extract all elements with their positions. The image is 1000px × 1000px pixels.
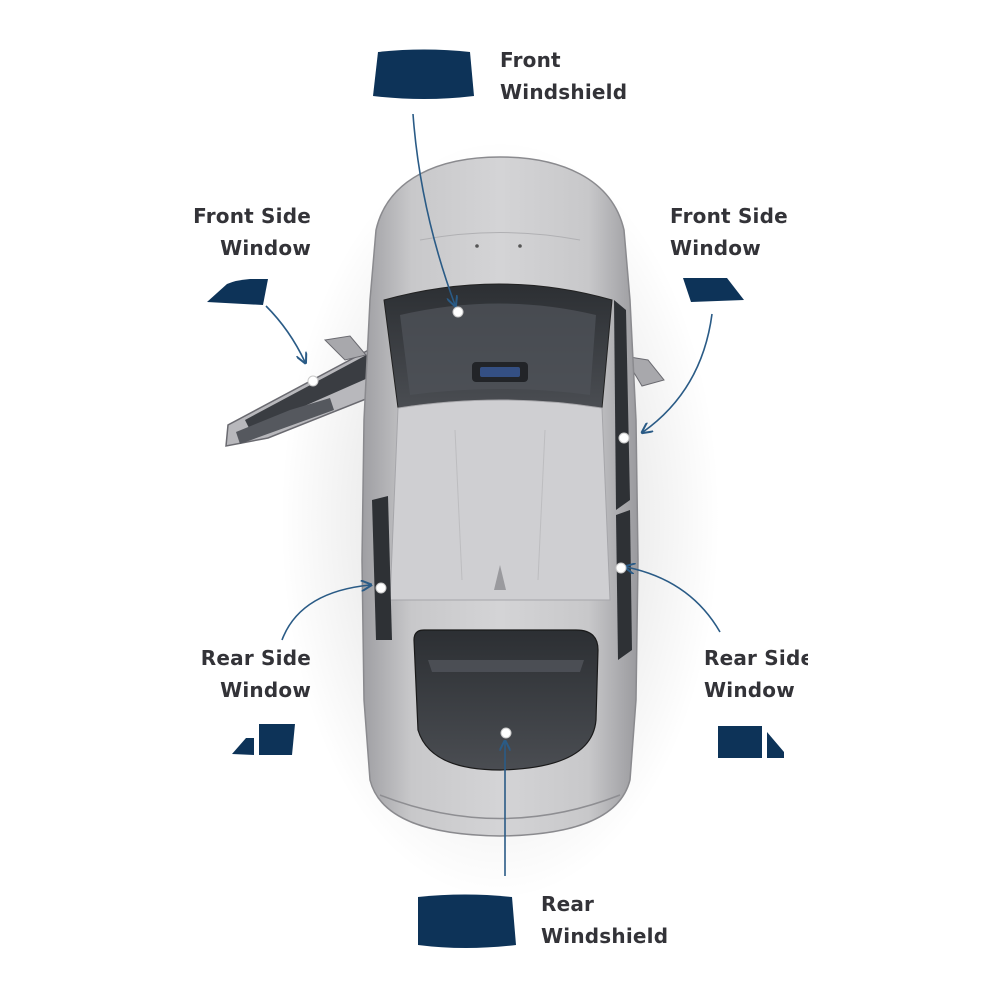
right-mirror xyxy=(623,355,665,387)
arrow-rear-side-left xyxy=(281,585,370,641)
label-line: Rear xyxy=(541,892,595,916)
washer-nozzle xyxy=(475,244,479,248)
rear-side-window-icon xyxy=(232,724,295,755)
rear-windshield-icon xyxy=(418,894,516,948)
label-line: Windshield xyxy=(541,924,669,948)
marker-dot-front-side-left xyxy=(307,375,319,387)
roof-line xyxy=(537,429,546,581)
label-rear-side-window-right: Rear Side Window xyxy=(704,642,808,706)
dashboard-screen xyxy=(480,367,520,377)
arrow-front-side-left xyxy=(265,305,305,362)
arrow-rear-side-right xyxy=(626,567,721,633)
label-front-side-window-right: Front Side Window xyxy=(670,200,788,264)
label-line: Window xyxy=(220,236,311,260)
car-right-rear-side-glass xyxy=(616,510,632,660)
label-rear-windshield: Rear Windshield xyxy=(541,888,668,952)
washer-nozzle xyxy=(518,244,522,248)
label-rear-side-window-left: Rear Side Window xyxy=(150,642,311,706)
arrow-front-side-right xyxy=(643,313,713,432)
cabin-interior xyxy=(400,303,596,395)
label-front-windshield: Front Windshield xyxy=(500,44,627,108)
rear-side-window-icon xyxy=(718,726,784,758)
label-line: Rear Side xyxy=(200,646,311,670)
roof-line xyxy=(454,429,463,581)
front-windshield-icon xyxy=(373,49,474,99)
label-line: Windshield xyxy=(500,80,628,104)
car-right-front-side-glass xyxy=(614,300,630,510)
marker-dot-front-windshield xyxy=(452,306,464,318)
car-rear-windshield-glass xyxy=(413,629,599,771)
label-line: Window xyxy=(670,236,761,260)
marker-dot-rear-side-left xyxy=(375,582,387,594)
label-line: Front xyxy=(500,48,561,72)
marker-dot-rear-side-right xyxy=(615,562,627,574)
label-line: Window xyxy=(704,678,795,702)
rear-bumper xyxy=(379,794,621,820)
car-roof xyxy=(389,399,611,601)
rear-seat-headrests xyxy=(428,660,584,672)
car-left-rear-side-glass xyxy=(372,496,392,640)
hood-crease xyxy=(419,232,581,241)
label-line: Front Side xyxy=(670,204,788,228)
front-side-window-icon xyxy=(207,279,268,305)
label-front-side-window-left: Front Side Window xyxy=(150,200,311,264)
shark-fin-antenna xyxy=(494,565,506,590)
label-line: Rear Side xyxy=(704,646,808,670)
open-driver-door xyxy=(225,335,379,447)
label-line: Window xyxy=(220,678,311,702)
arrow-front-windshield xyxy=(412,113,455,305)
front-side-window-icon xyxy=(683,278,744,302)
marker-dot-rear-windshield xyxy=(500,727,512,739)
marker-dot-front-side-right xyxy=(618,432,630,444)
label-line: Front Side xyxy=(193,204,311,228)
